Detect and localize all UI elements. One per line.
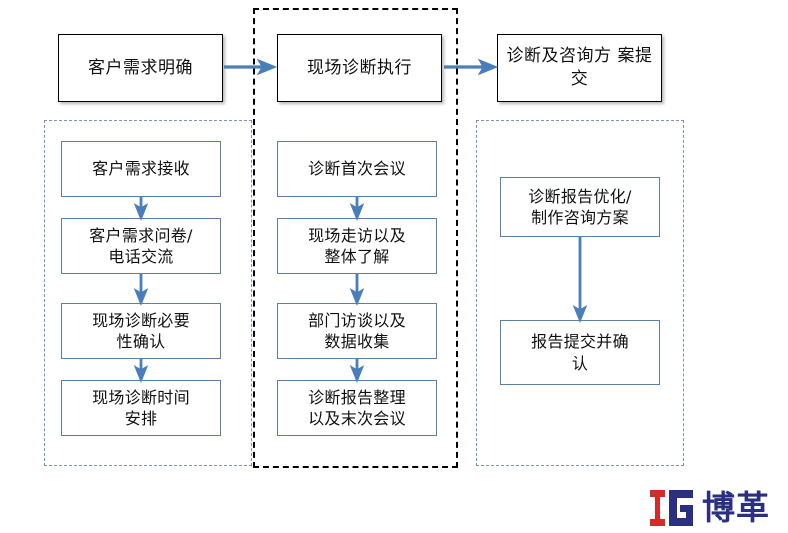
step-box-3-1[interactable]: 诊断报告优化/ 制作咨询方案 [500, 177, 660, 237]
step-box-2-3-line-1: 部门访谈以及 [308, 310, 406, 330]
step-box-1-2-line-1: 客户需求问卷/ [89, 225, 193, 245]
brand-logo: 博革 [648, 486, 780, 530]
phase-box-1-line-1: 客户需求明确 [88, 57, 193, 78]
group-container-column-3 [476, 120, 684, 466]
step-box-1-3-line-2: 性确认 [116, 332, 166, 351]
step-box-2-4[interactable]: 诊断报告整理 以及末次会议 [277, 380, 437, 436]
step-box-1-3-line-1: 现场诊断必要 [92, 310, 190, 330]
step-box-1-2-line-2: 电话交流 [108, 247, 174, 266]
step-box-2-4-line-1: 诊断报告整理 [308, 387, 406, 407]
phase-box-3-line-1: 诊断及咨询方 [506, 46, 612, 67]
step-box-1-4-line-1: 现场诊断时间 [92, 387, 190, 407]
step-box-2-2-line-2: 整体了解 [324, 247, 390, 266]
phase-box-1[interactable]: 客户需求明确 [58, 34, 223, 102]
step-box-2-3-line-2: 数据收集 [324, 332, 390, 351]
step-box-3-1-line-1: 诊断报告优化/ [528, 186, 632, 206]
step-box-1-3[interactable]: 现场诊断必要 性确认 [61, 303, 221, 359]
step-box-1-1-line-1: 客户需求接收 [92, 159, 190, 179]
logo-mark-icon [650, 490, 693, 526]
logo-text: 博革 [702, 488, 770, 527]
step-box-2-4-line-2: 以及末次会议 [308, 409, 406, 428]
step-box-2-1[interactable]: 诊断首次会议 [277, 141, 437, 197]
step-box-3-1-line-2: 制作咨询方案 [531, 208, 629, 227]
step-box-3-2[interactable]: 报告提交并确 认 [500, 320, 660, 385]
step-box-2-2-line-1: 现场走访以及 [308, 225, 406, 245]
group-container-column-2 [253, 8, 458, 468]
step-box-3-2-line-2: 认 [571, 353, 589, 373]
phase-box-3[interactable]: 诊断及咨询方 案提交 [497, 34, 662, 102]
group-container-column-1 [44, 120, 252, 466]
phase-box-2[interactable]: 现场诊断执行 [277, 34, 442, 102]
phase-box-2-line-1: 现场诊断执行 [307, 57, 412, 78]
step-box-2-2[interactable]: 现场走访以及 整体了解 [277, 218, 437, 274]
step-box-3-2-line-1: 报告提交并确 [531, 332, 629, 352]
step-box-1-2[interactable]: 客户需求问卷/ 电话交流 [61, 218, 221, 274]
step-box-1-4[interactable]: 现场诊断时间 安排 [61, 380, 221, 436]
step-box-2-3[interactable]: 部门访谈以及 数据收集 [277, 303, 437, 359]
phase-box-3-line-2: 案提交 [570, 46, 653, 89]
step-box-2-1-line-1: 诊断首次会议 [308, 159, 406, 179]
step-box-1-1[interactable]: 客户需求接收 [61, 141, 221, 197]
step-box-1-4-line-2: 安排 [124, 409, 158, 428]
